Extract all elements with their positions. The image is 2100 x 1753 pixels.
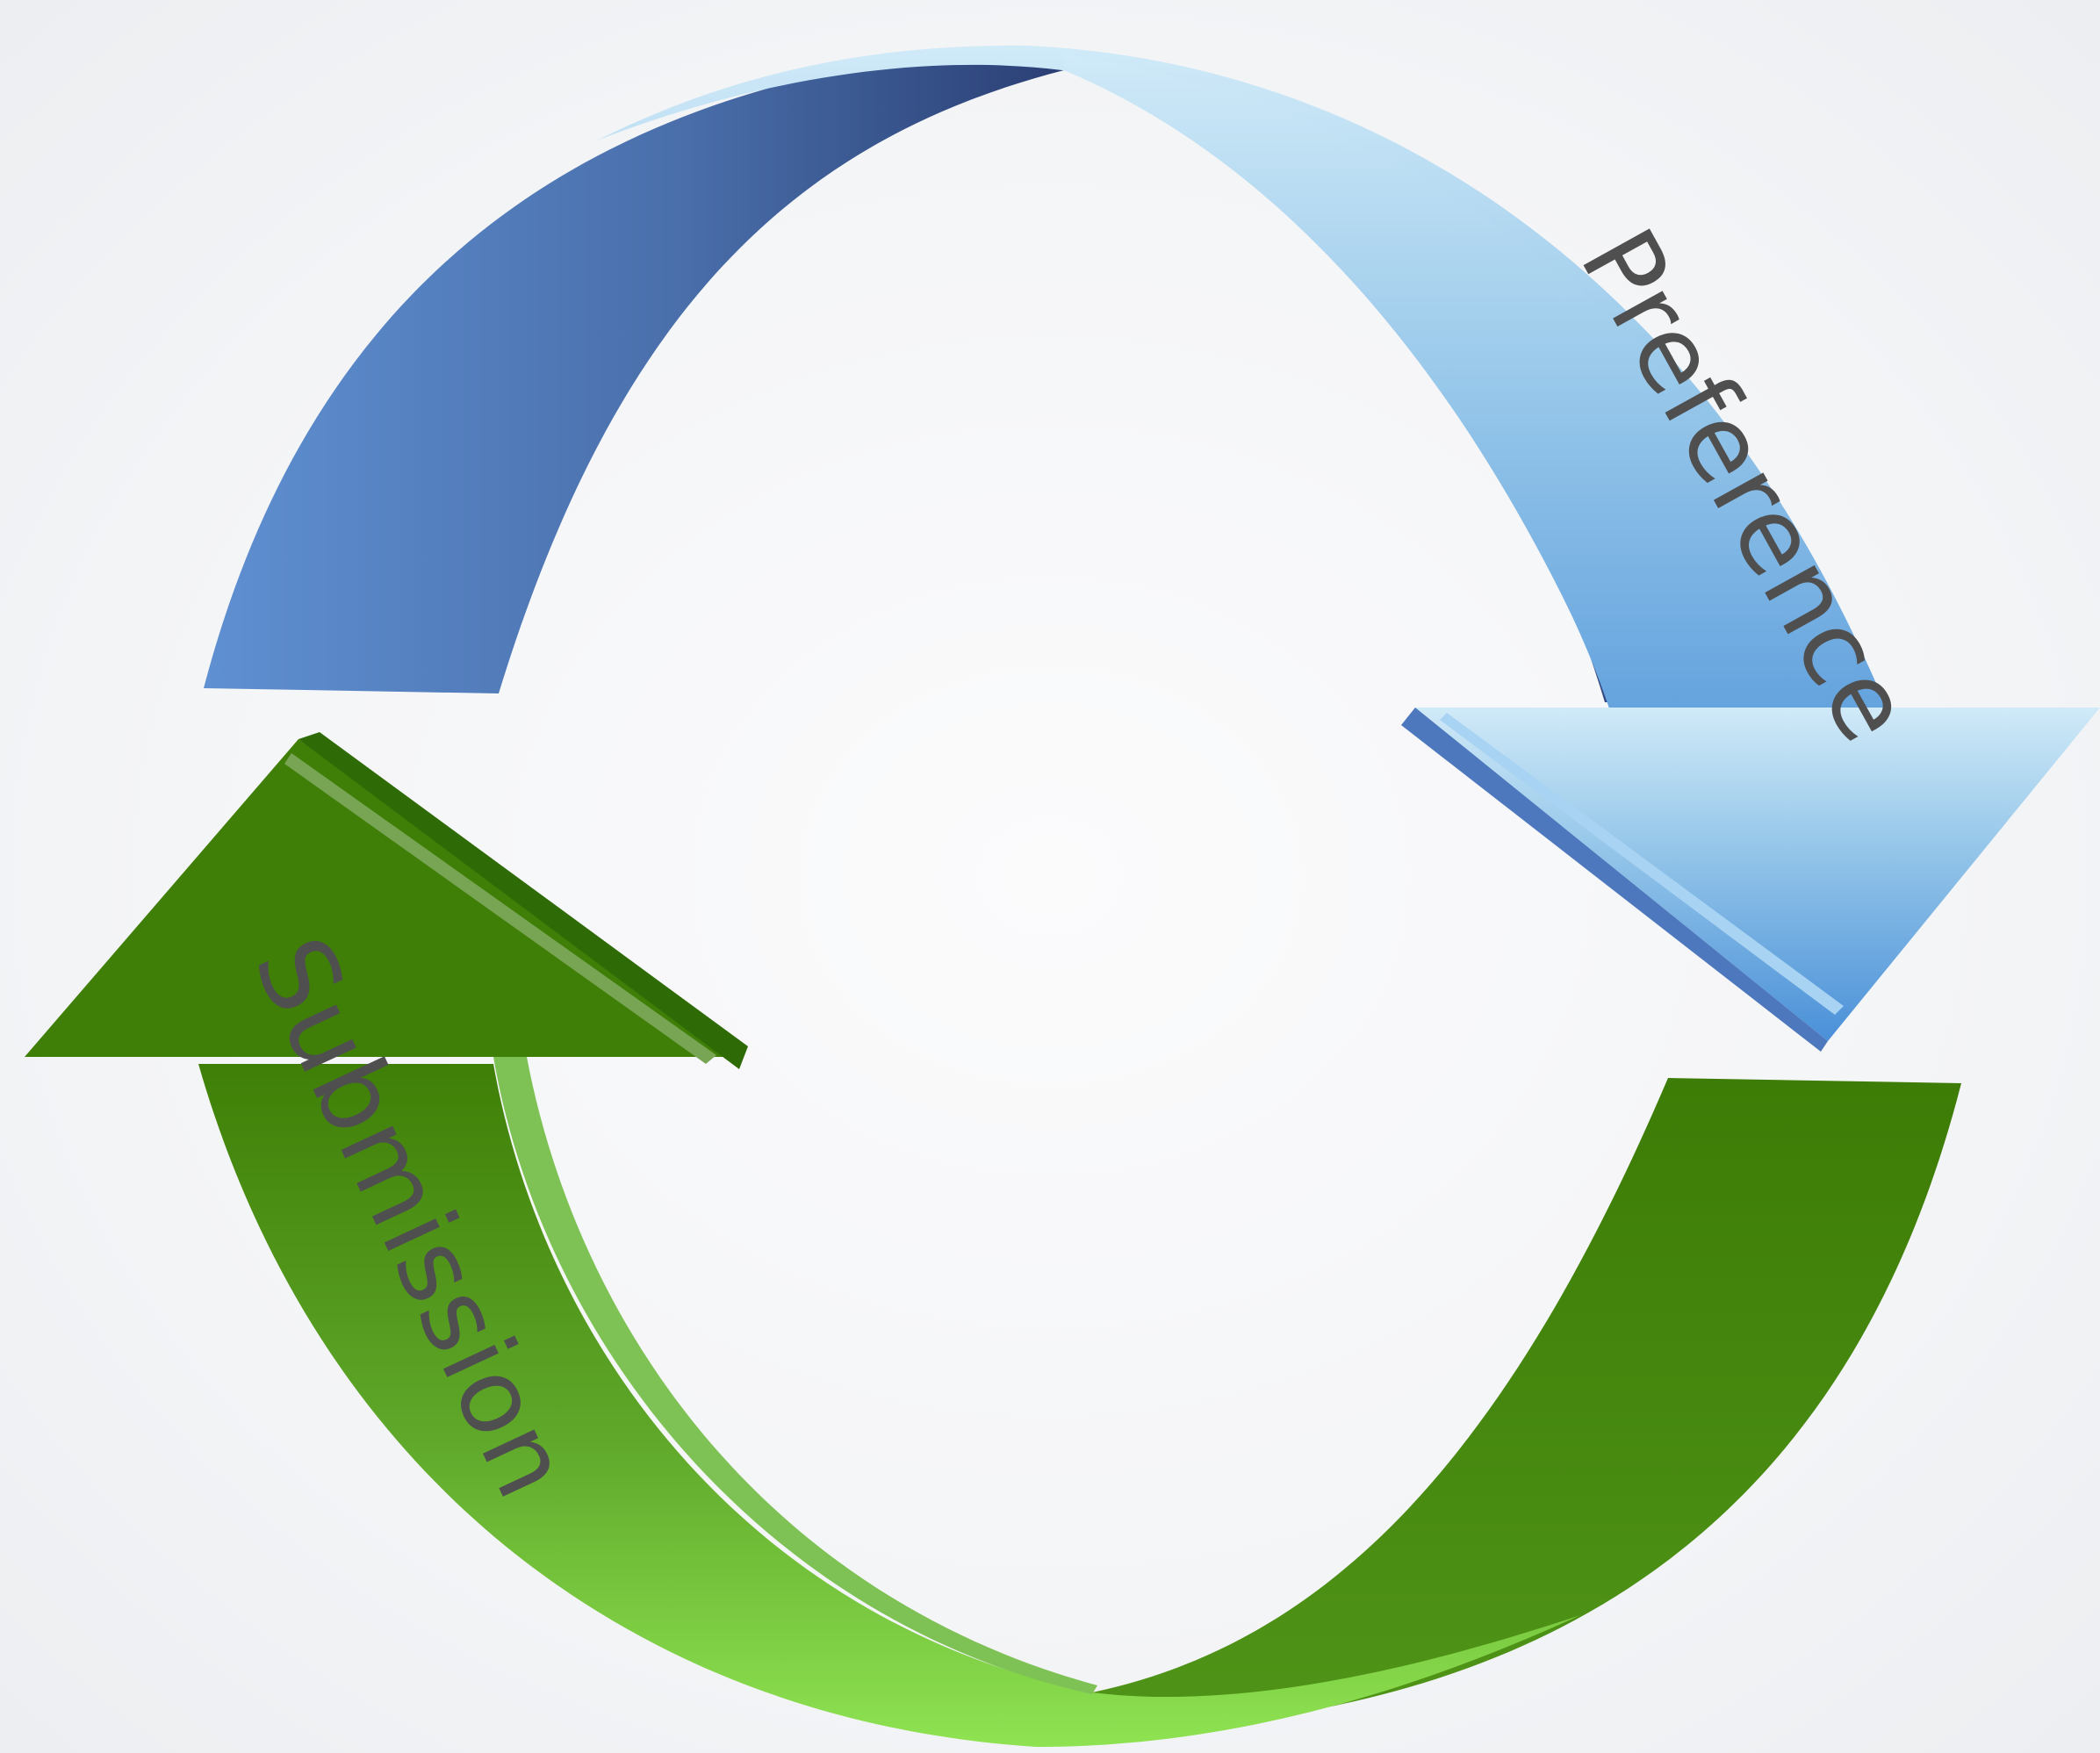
submission-arrow-head [25, 739, 739, 1057]
submission-arrow-head-edge [298, 732, 748, 1069]
submission-arrow-head-highlight [284, 753, 716, 1064]
submission-arrow-back [1092, 1078, 1961, 1724]
preference-arrow: Preference [204, 45, 2100, 1052]
preference-arrow-body [1064, 54, 1940, 878]
submission-arrow-front [198, 1064, 1580, 1747]
preference-arrow-back [204, 56, 1064, 693]
preference-arrow-head-highlight [1440, 713, 1844, 1015]
preference-arrow-head-edge [1401, 708, 1828, 1052]
preference-arrow-head [1415, 708, 2100, 1041]
